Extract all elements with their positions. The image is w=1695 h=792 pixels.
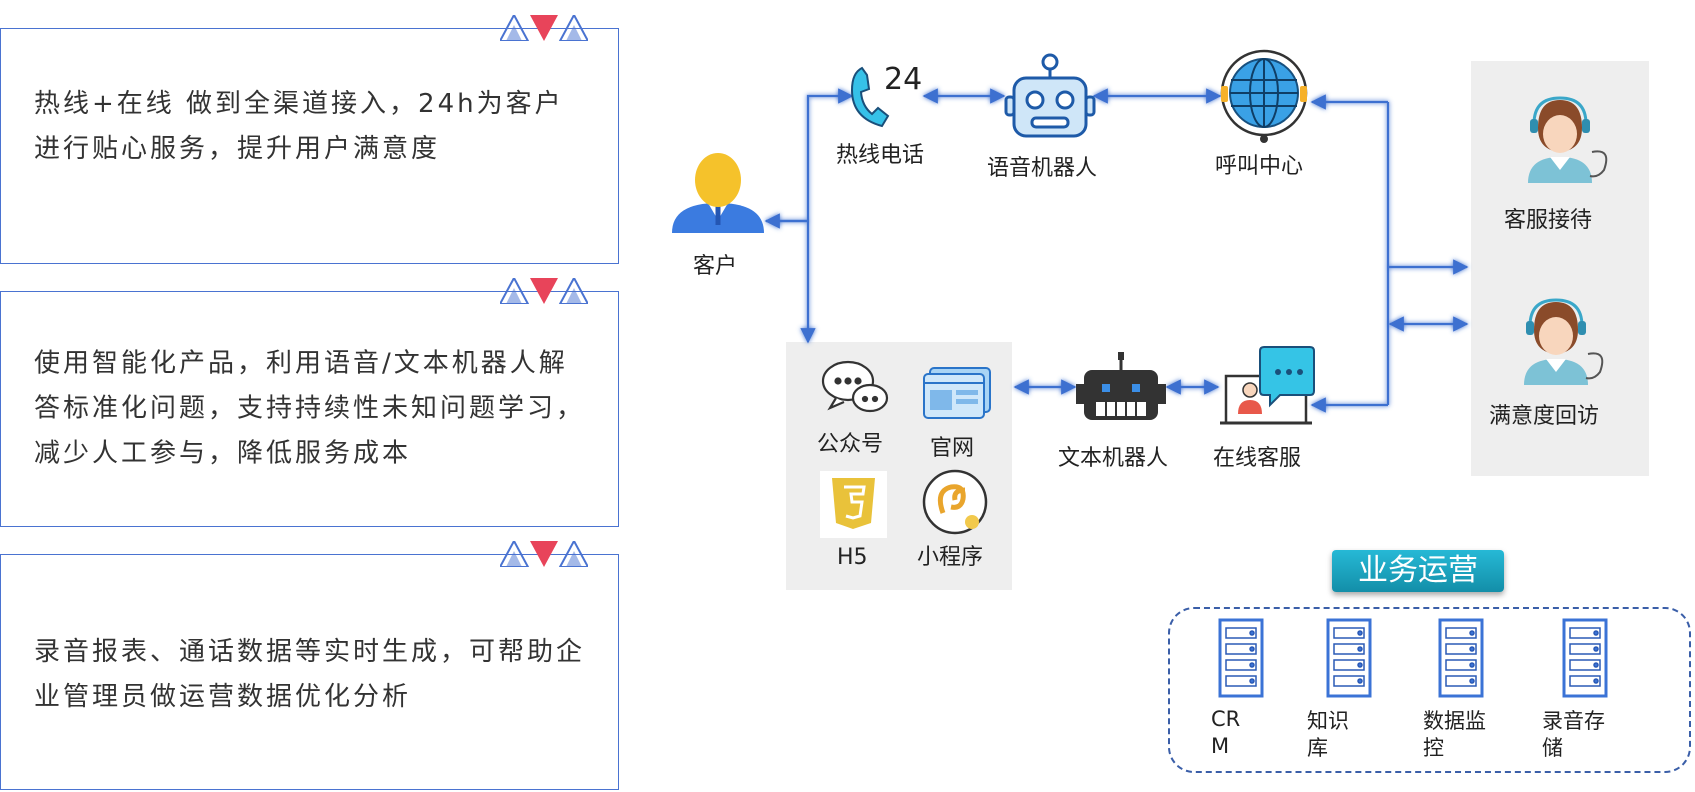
reception-label: 客服接待 <box>1504 208 1593 233</box>
mini-program-icon <box>922 469 988 535</box>
online-service-icon <box>1220 346 1315 425</box>
mini-program-label: 小程序 <box>917 545 984 570</box>
triangle-decoration-icon <box>500 278 588 304</box>
server-label-knowledge: 知识库 <box>1307 709 1349 760</box>
html5-icon <box>820 471 887 538</box>
phone-icon <box>850 66 890 128</box>
operations-box <box>1168 607 1691 773</box>
hotline-label: 热线电话 <box>836 143 925 168</box>
voice-robot-icon <box>1004 53 1096 138</box>
website-browser-icon <box>923 367 991 419</box>
server-label-crm: CRM <box>1211 707 1241 758</box>
website-label: 官网 <box>930 436 975 461</box>
feature-card-text: 热线+在线 做到全渠道接入，24h为客户进行贴心服务，提升用户满意度 <box>34 89 564 164</box>
feature-card-text: 录音报表、通话数据等实时生成，可帮助企业管理员做运营数据优化分析 <box>34 637 586 712</box>
agent-satisfaction-icon <box>1524 298 1604 385</box>
server-icon-knowledge <box>1326 618 1372 698</box>
h5-label: H5 <box>837 545 868 570</box>
feature-card-robot: 使用智能化产品，利用语音/文本机器人解答标准化问题，支持持续性未知问题学习，减少… <box>0 278 619 527</box>
triangle-decoration-icon <box>500 15 588 41</box>
operations-title: 业务运营 <box>1332 550 1504 592</box>
server-icon-recording <box>1562 618 1608 698</box>
server-label-recording: 录音存储 <box>1542 709 1605 760</box>
online-service-label: 在线客服 <box>1213 446 1302 471</box>
call-center-globe-icon <box>1220 49 1308 143</box>
connector-customer-hotline <box>806 88 854 221</box>
customer-icon <box>672 153 764 233</box>
voice-robot-label: 语音机器人 <box>987 156 1098 181</box>
agent-reception-icon <box>1528 96 1608 183</box>
server-icon-monitoring <box>1438 618 1484 698</box>
server-label-monitoring: 数据监控 <box>1423 709 1486 760</box>
feature-card-omnichannel: 热线+在线 做到全渠道接入，24h为客户进行贴心服务，提升用户满意度 <box>0 15 619 264</box>
call-center-label: 呼叫中心 <box>1215 154 1304 179</box>
satisfaction-label: 满意度回访 <box>1489 404 1600 429</box>
text-robot-label: 文本机器人 <box>1058 446 1169 471</box>
text-robot-icon <box>1076 352 1166 420</box>
feature-card-text: 使用智能化产品，利用语音/文本机器人解答标准化问题，支持持续性未知问题学习，减少… <box>34 348 586 469</box>
triangle-decoration-icon <box>500 541 588 567</box>
customer-label: 客户 <box>693 254 738 279</box>
official-account-label: 公众号 <box>817 432 884 457</box>
hotline-badge: 24 <box>884 62 923 97</box>
feature-card-analytics: 录音报表、通话数据等实时生成，可帮助企业管理员做运营数据优化分析 <box>0 541 619 790</box>
server-icon-crm <box>1218 618 1264 698</box>
official-account-chat-icon <box>821 360 889 413</box>
